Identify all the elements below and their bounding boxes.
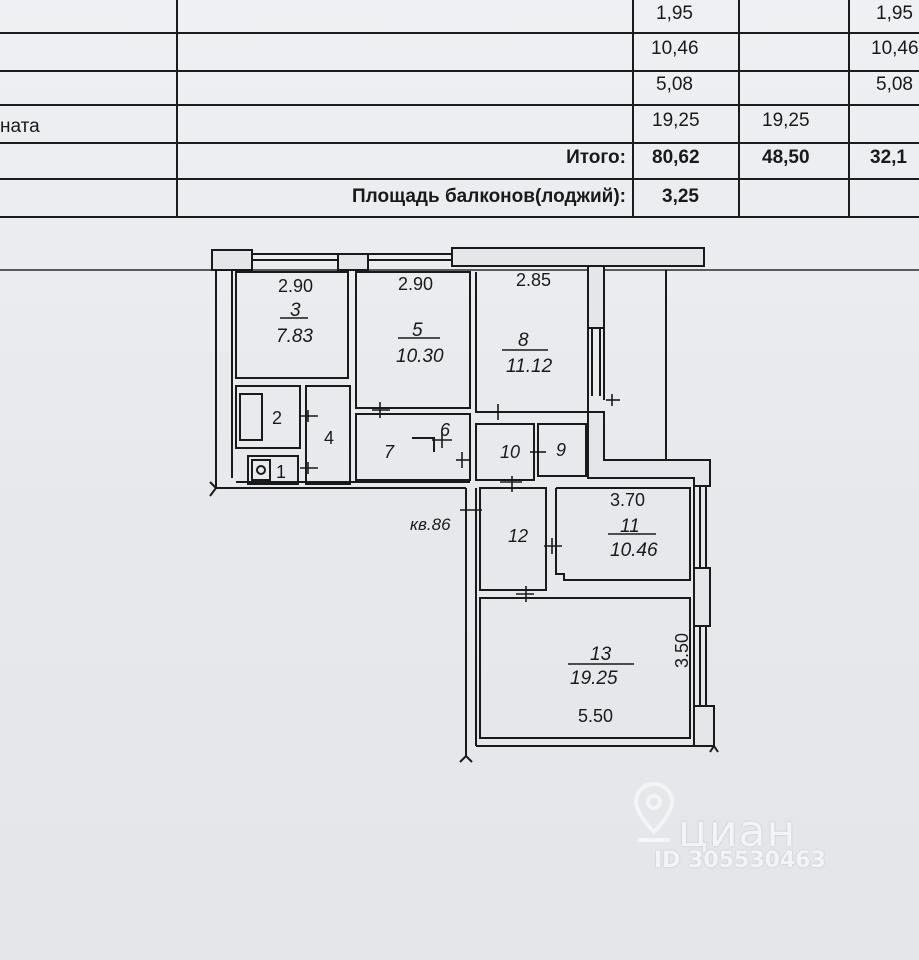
location-pin-icon [633,781,675,842]
room-11-width: 3.70 [610,490,645,510]
room-13-area: 19.25 [570,668,618,689]
wall-pier [451,247,705,267]
room-13-height: 3.50 [672,633,692,668]
totals-total: 80,62 [652,147,700,168]
room-3-area: 7.83 [276,326,313,347]
table-cell-total: 1,95 [656,3,693,24]
watermark-brand: циан [678,806,797,857]
table-rule [0,70,919,72]
room-6-partition [412,437,435,452]
balcony-value: 3,25 [662,186,699,207]
table-cell-aux: 1,95 [876,3,913,24]
room-8-width: 2.85 [516,270,551,290]
table-rule [0,32,919,34]
room-4-outline [305,385,351,485]
table-cell-total: 5,08 [656,74,693,95]
toilet [251,459,271,481]
watermark-id: ID 305530463 [654,848,826,873]
room-6-number: 6 [440,420,451,440]
table-cell-total: 10,46 [651,38,699,59]
wall-pier [587,265,605,329]
area-table: 1,95 1,95 10,46 10,46 5,08 5,08 ната 19,… [0,0,919,220]
room-5-width: 2.90 [398,274,433,294]
room-13-number: 13 [590,644,612,665]
totals-aux: 32,1 [870,147,907,168]
toilet-bowl [256,465,266,475]
room-13-outline [479,597,691,739]
table-cell-total: 19,25 [652,110,700,131]
room-10-number: 10 [500,442,520,462]
table-cell-aux: 10,46 [871,38,919,59]
watermark: циан ID 305530463 [620,780,860,880]
room-12-outline [479,487,547,591]
room-1-number: 1 [276,462,286,482]
wall-pier [337,253,369,271]
room-13-width: 5.50 [578,706,613,726]
table-rule [848,0,850,218]
table-rule [176,0,178,218]
bathtub [239,393,263,441]
fraction-bars [280,317,656,665]
table-cell-label: ната [0,116,40,137]
room-1-outline [247,455,299,485]
door-marks [300,394,620,602]
room-5-number: 5 [412,320,423,341]
room-2-outline [235,385,301,449]
table-cell-aux: 5,08 [876,74,913,95]
room-4-number: 4 [324,428,334,448]
room-3-outline [235,271,349,379]
wall-pier [693,705,715,747]
balcony-label: Площадь балконов(лоджий): [352,186,626,207]
table-rule [738,0,740,218]
room-8-outline [475,272,589,413]
thick-wall [587,411,711,487]
table-rule [632,0,634,218]
table-rule [0,216,919,218]
table-rule [0,142,919,144]
room-8-area: 11.12 [506,356,553,377]
plan-walls [209,247,719,763]
room-3-width: 2.90 [278,276,313,296]
wall-break [459,754,473,763]
room-9-number: 9 [556,440,566,460]
room-8-number: 8 [518,330,529,351]
room-11-number: 11 [620,516,640,537]
table-rule [0,104,919,106]
totals-living: 48,50 [762,147,810,168]
room-11-area: 10.46 [610,540,658,561]
wall-pier [211,249,253,271]
totals-label: Итого: [566,147,626,168]
table-cell-living: 19,25 [762,110,810,131]
room-7-number: 7 [384,442,395,462]
table-rule [0,178,919,180]
room-11-outline [555,487,691,581]
room-7-outline [355,413,471,481]
room-5-area: 10.30 [396,346,444,367]
wall-pier [693,567,711,627]
wall-break [709,744,719,753]
room-2-number: 2 [272,408,282,428]
room-3-number: 3 [290,300,301,321]
room-12-number: 12 [508,526,528,546]
room-5-outline [355,271,471,409]
apartment-label: кв.86 [410,515,451,534]
